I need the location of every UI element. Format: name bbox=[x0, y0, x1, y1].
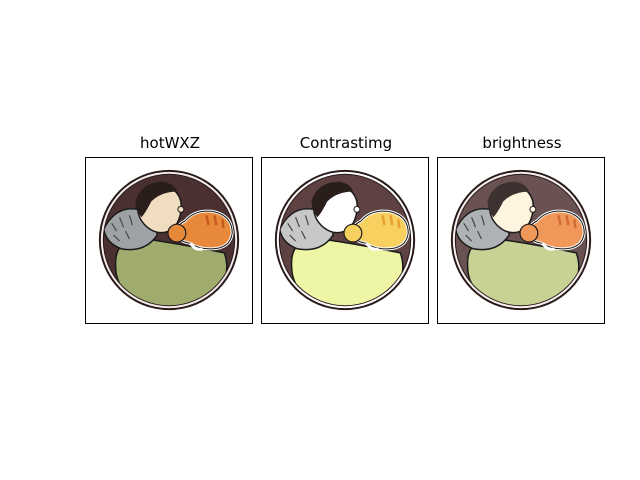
cartoon-image-brightness bbox=[450, 169, 592, 311]
panel-title-hotwxz: hotWXZ bbox=[140, 134, 200, 152]
image-axes-hotwxz bbox=[85, 157, 253, 324]
panel-title-brightness: brightness bbox=[482, 134, 562, 152]
cartoon-image-hotwxz bbox=[98, 169, 240, 311]
image-axes-contrastimg bbox=[261, 157, 429, 324]
image-axes-brightness bbox=[437, 157, 605, 324]
cartoon-image-contrastimg bbox=[274, 169, 416, 311]
panel-title-contrastimg: Contrastimg bbox=[299, 134, 393, 152]
